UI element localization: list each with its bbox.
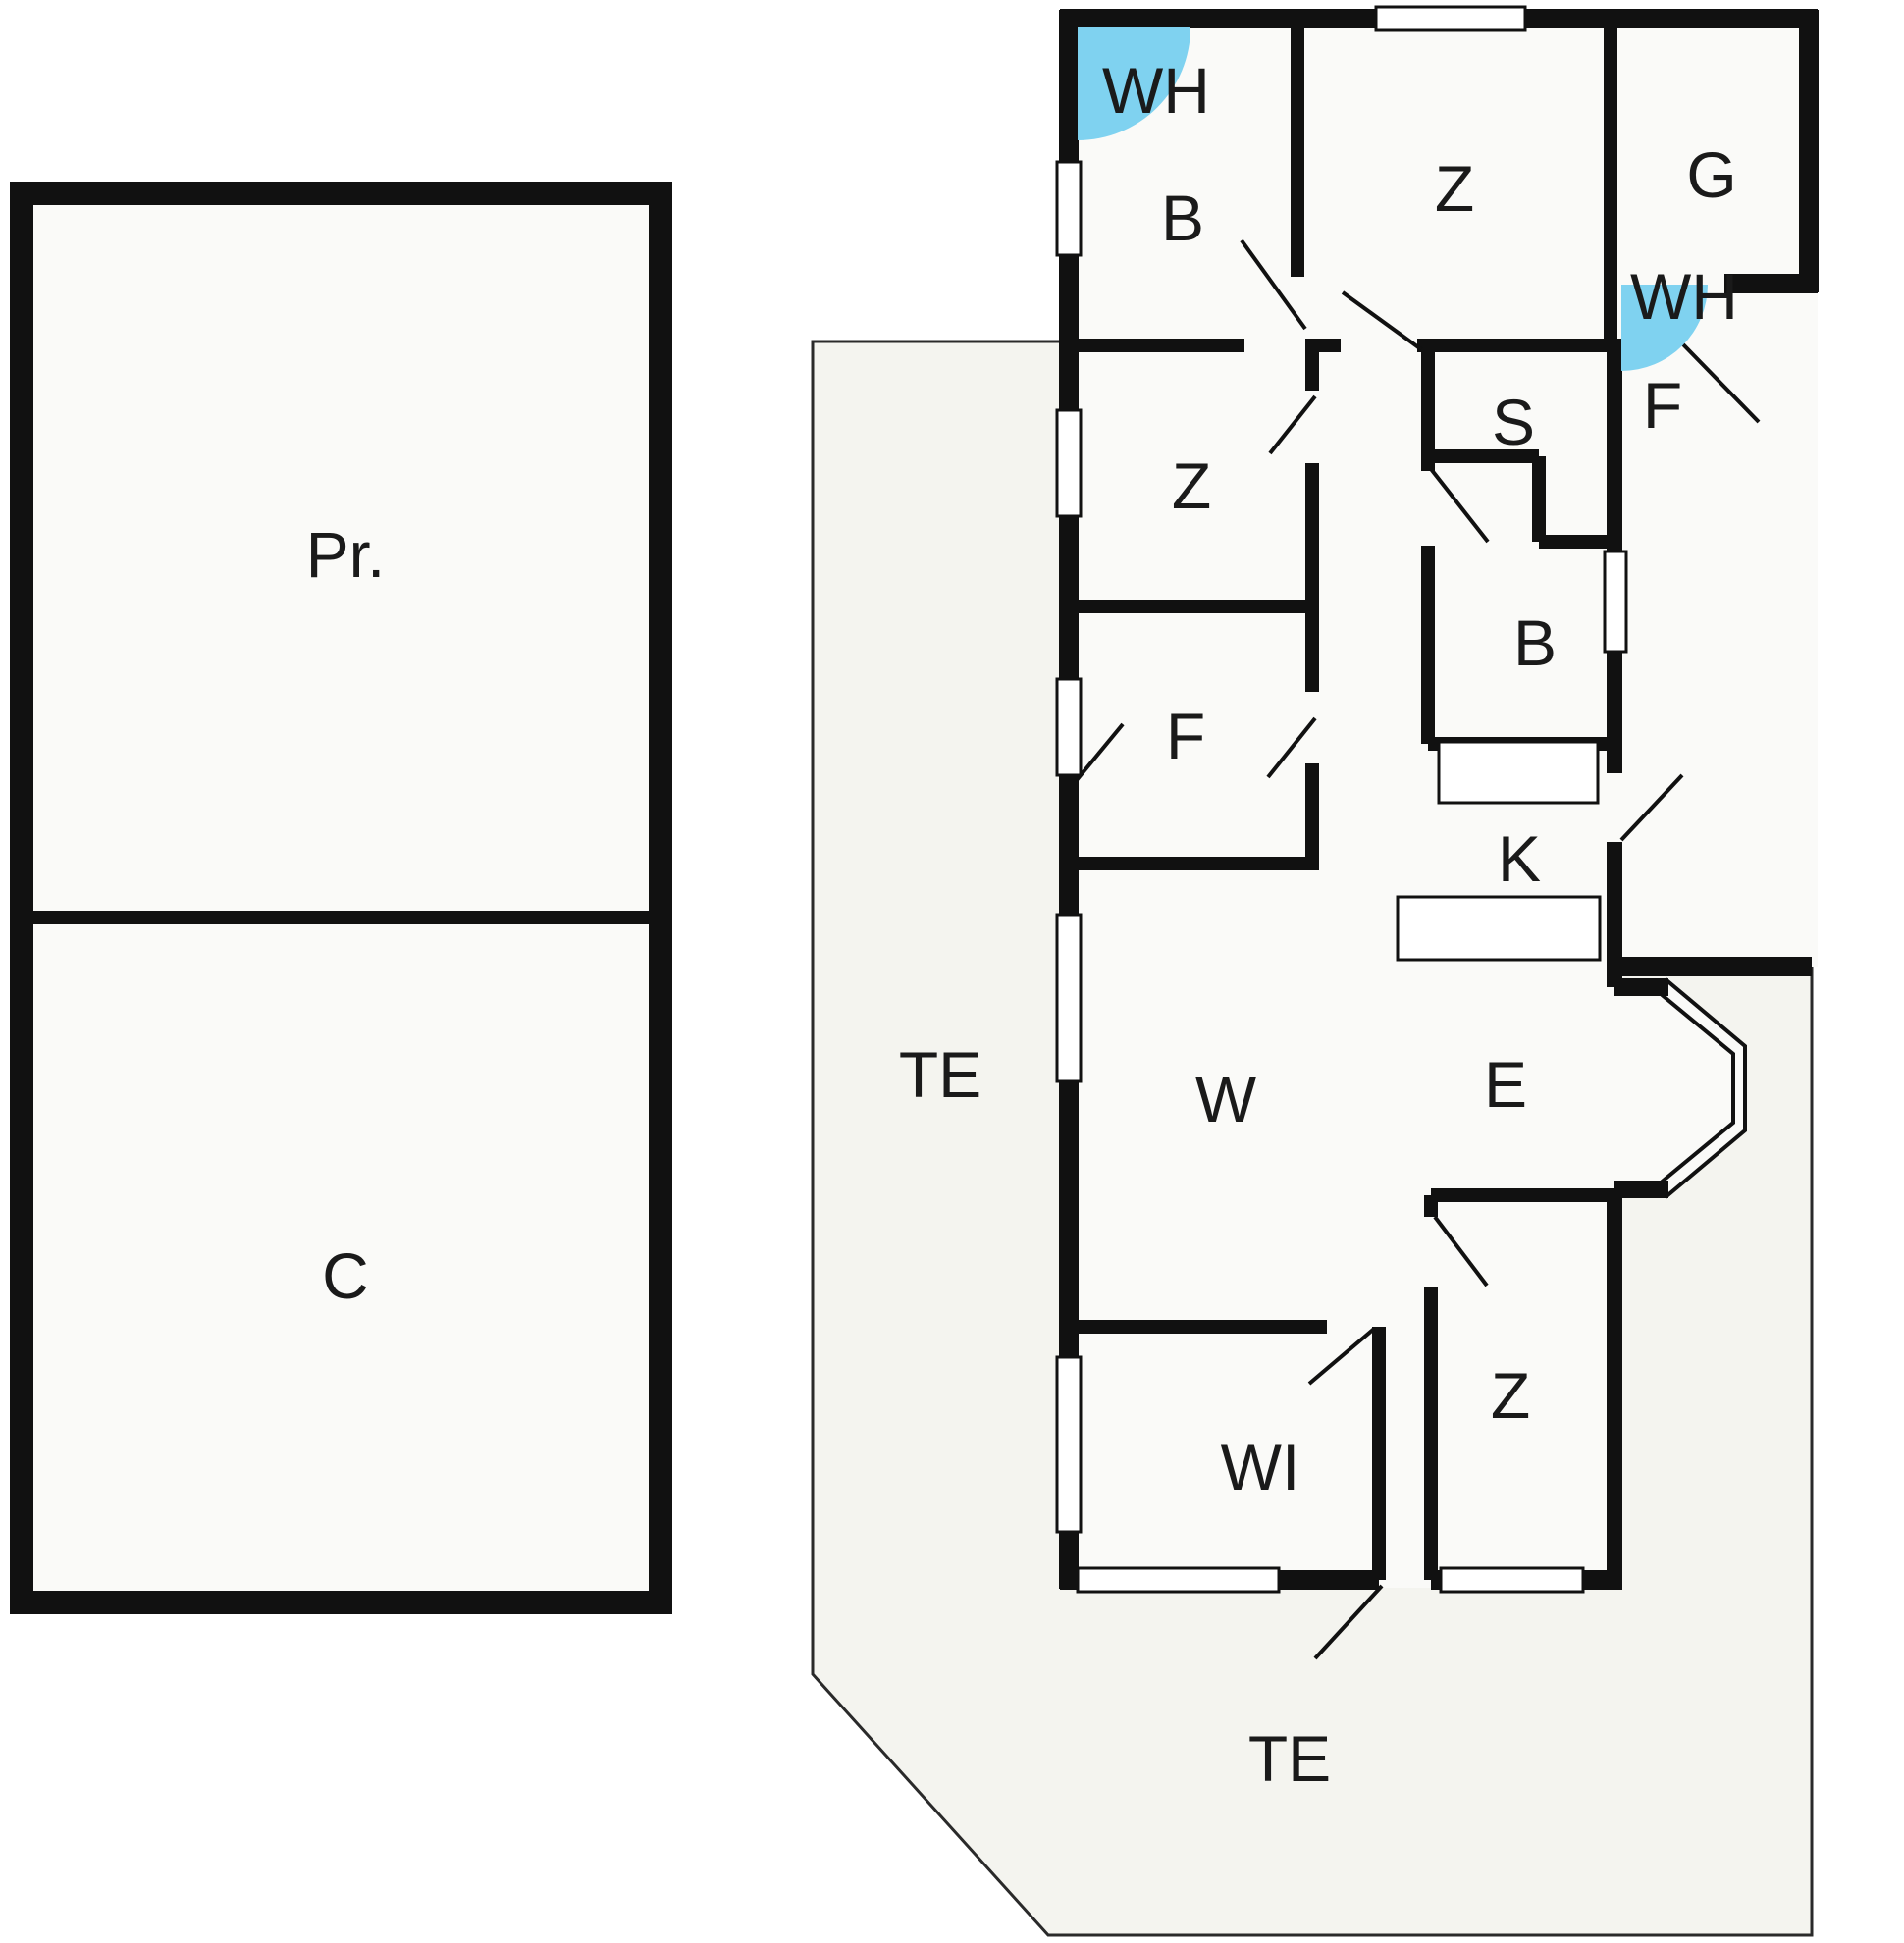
door-swing: [1075, 722, 1125, 782]
door-swings: [1075, 238, 1761, 1660]
room-label-f-left: F: [1166, 700, 1205, 772]
showers: [1078, 27, 1708, 371]
kitchen-fixtures: [1396, 740, 1602, 962]
room-label-wi: WI: [1221, 1431, 1300, 1503]
room-label-z-bottom: Z: [1491, 1359, 1530, 1432]
bay-window-glass-inner: [1658, 991, 1735, 1185]
left-building-outline: [10, 182, 672, 1614]
room-label-te-left: TE: [899, 1038, 981, 1111]
room-labels: Pr. C WH B Z G WH S F B Z F K TE W E Z W…: [306, 54, 1738, 1795]
room-label-f-hall: F: [1643, 369, 1682, 442]
room-label-wh-top: WH: [1102, 54, 1210, 127]
window: [1055, 160, 1083, 257]
room-label-wh-entry: WH: [1630, 260, 1738, 333]
kitchen-counter: [1396, 895, 1602, 962]
door-swing: [1678, 340, 1761, 424]
room-label-w: W: [1195, 1063, 1257, 1135]
door-swing: [1268, 394, 1317, 455]
door-swing: [1266, 716, 1317, 779]
bay-window-stubs: [1614, 978, 1668, 1198]
shower-quarter-circle-icon: [1078, 27, 1190, 140]
door-swing: [1429, 467, 1490, 544]
door-swing: [1307, 1327, 1376, 1386]
room-label-z-top: Z: [1435, 152, 1474, 225]
kitchen-counter: [1437, 740, 1600, 805]
door-swing: [1240, 238, 1307, 331]
window: [1076, 1566, 1281, 1594]
room-label-te-bottom: TE: [1248, 1722, 1331, 1795]
room-label-b-top: B: [1161, 182, 1204, 254]
shower-quarter-circle-icon: [1621, 285, 1708, 371]
window: [1374, 5, 1527, 32]
left-building: [10, 182, 672, 1614]
terrace-outline: [811, 285, 1814, 1937]
room-label-b-mid: B: [1513, 606, 1557, 679]
window: [1603, 550, 1628, 654]
door-swing: [1341, 290, 1423, 351]
room-label-k: K: [1498, 822, 1541, 895]
windows: [1055, 5, 1628, 1594]
room-label-g: G: [1686, 138, 1736, 211]
window: [1055, 408, 1083, 518]
window: [1055, 1355, 1083, 1534]
bay-window: [1658, 977, 1747, 1199]
window: [1439, 1566, 1585, 1594]
door-swing: [1433, 1215, 1489, 1287]
room-label-e: E: [1484, 1048, 1527, 1121]
window: [1055, 677, 1083, 777]
door-swing: [1313, 1584, 1384, 1660]
room-label-pr: Pr.: [306, 518, 386, 591]
door-swing: [1619, 773, 1684, 842]
bay-window-glass-outer: [1664, 977, 1747, 1199]
window: [1055, 913, 1083, 1083]
room-label-z-left: Z: [1172, 449, 1211, 522]
house-floor-right-wing: [1604, 10, 1818, 967]
room-label-s: S: [1492, 386, 1535, 458]
room-label-c: C: [322, 1239, 369, 1312]
